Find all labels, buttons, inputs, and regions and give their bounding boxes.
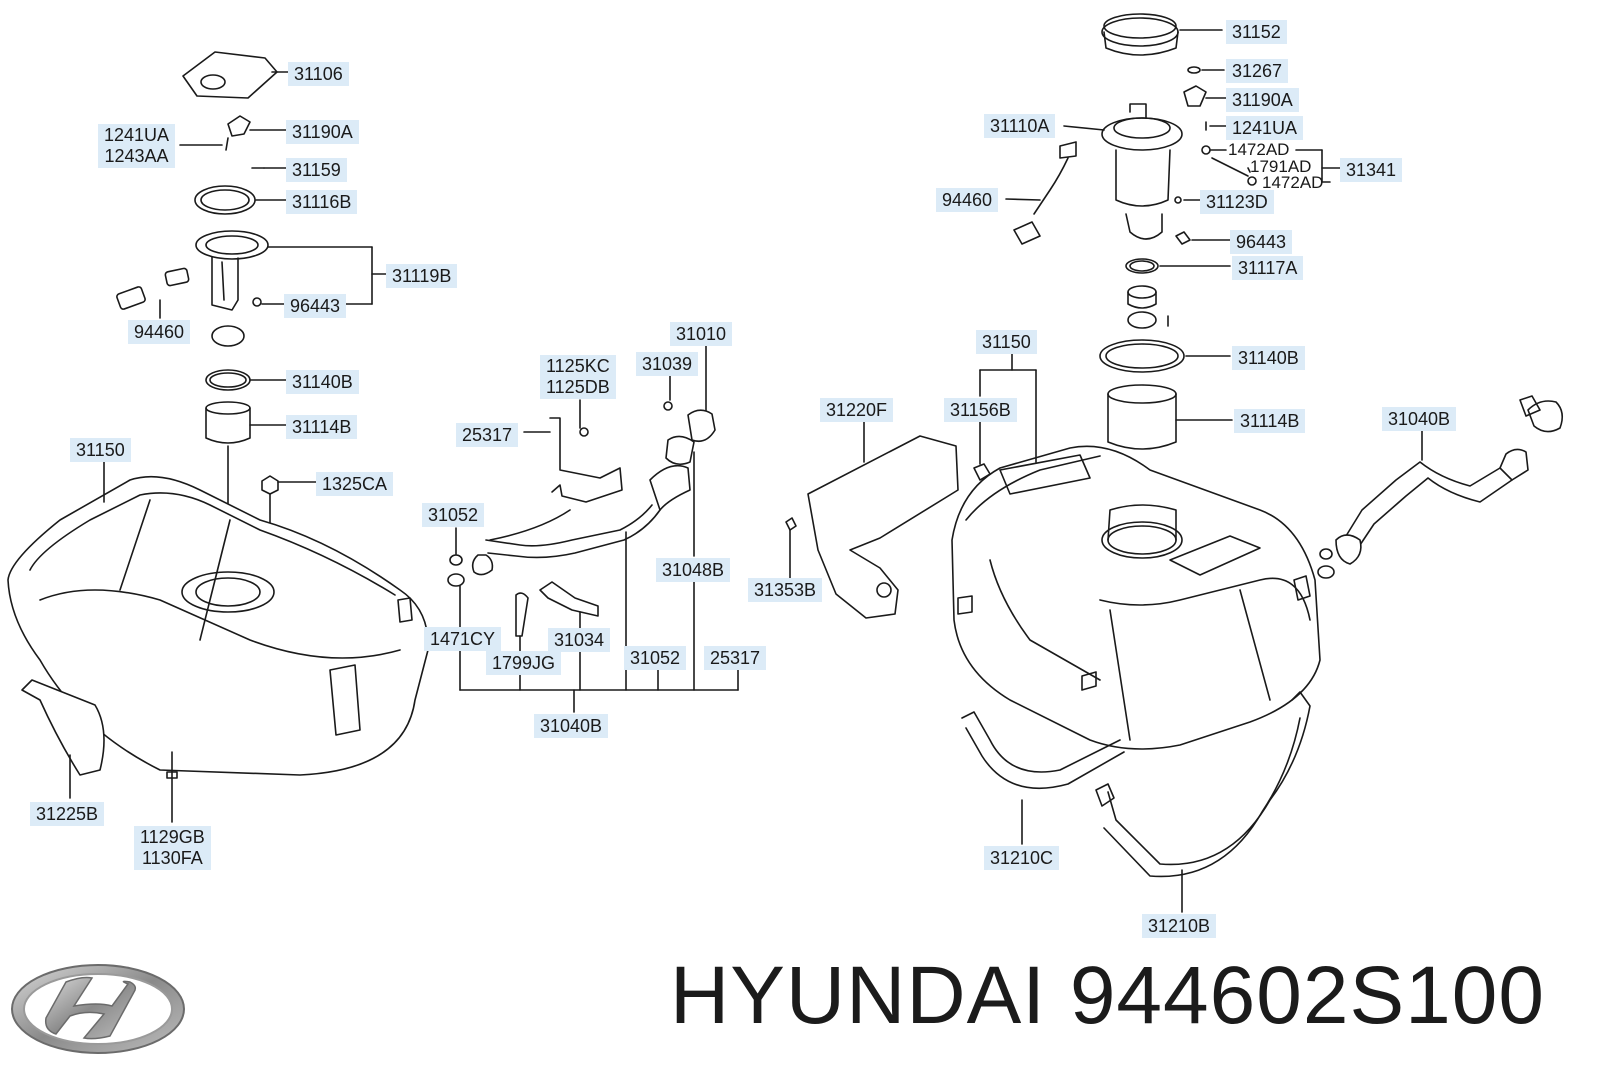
callout-94460-left: 94460 [128,320,191,344]
callout-31140b-left: 31140B [286,370,359,394]
right-tank-shape [951,445,1321,750]
callout-31190a-left: 31190A [286,120,359,144]
callout-31110a: 31110A [984,114,1056,138]
callout-1471cy: 1471CY [424,627,502,651]
callout-96443-right: 96443 [1230,230,1293,254]
callout-25317-bottom: 25317 [704,646,767,670]
callout-31114b-right: 31114B [1234,409,1306,433]
callout-31106: 31106 [288,62,349,86]
callout-31190a-right: 31190A [1226,88,1299,112]
callout-96443-left: 96443 [284,294,347,318]
callout-31156b: 31156B [944,398,1017,422]
callout-31152: 31152 [1226,20,1287,44]
callout-31150-right: 31150 [976,330,1037,354]
callout-31116b: 31116B [286,190,358,214]
callout-31225b: 31225B [30,802,105,826]
callout-1241ua-1243aa: 1241UA 1243AA [98,124,176,168]
callout-31353b: 31353B [748,578,823,602]
hyundai-logo-icon [11,964,185,1054]
callout-31010: 31010 [670,322,733,346]
callout-31039: 31039 [636,352,699,376]
callout-1241ua-right: 1241UA [1226,116,1304,140]
callout-31210c: 31210C [984,846,1060,870]
callout-1325ca: 1325CA [316,472,394,496]
callout-25317-top: 25317 [456,423,519,447]
callout-31114b-left: 31114B [286,415,358,439]
callout-31040b-center: 31040B [534,714,609,738]
callout-1791ad: 1791AD [1250,157,1312,176]
callout-31267: 31267 [1226,59,1289,83]
callout-1472ad-bottom: 1472AD [1262,173,1324,192]
right-heat-shield-shape [807,435,959,619]
callout-31052-top: 31052 [422,503,485,527]
callout-1799jg: 1799JG [486,651,562,675]
callout-31119b: 31119B [386,264,458,288]
callout-31220f: 31220F [820,398,894,422]
callout-31040b-right: 31040B [1382,407,1457,431]
callout-31034: 31034 [548,628,611,652]
callout-31048b: 31048B [656,558,731,582]
callout-31117a: 31117A [1232,256,1304,280]
brand-part-number: HYUNDAI 944602S100 [670,950,1545,1041]
callout-94460-right: 94460 [936,188,999,212]
callout-31341: 31341 [1340,158,1403,182]
callout-1472ad-top: 1472AD [1228,140,1290,159]
callout-31159: 31159 [286,158,347,182]
cover-plate-shape [182,51,278,99]
callout-1129gb-1130fa: 1129GB 1130FA [134,826,211,870]
callout-31140b-right: 31140B [1232,346,1305,370]
callout-31052-bottom: 31052 [624,646,687,670]
callout-1125kc-1125db: 1125KC 1125DB [540,355,616,399]
callout-31123d: 31123D [1200,190,1274,214]
callout-31210b: 31210B [1142,914,1217,938]
callout-31150-left: 31150 [70,438,131,462]
